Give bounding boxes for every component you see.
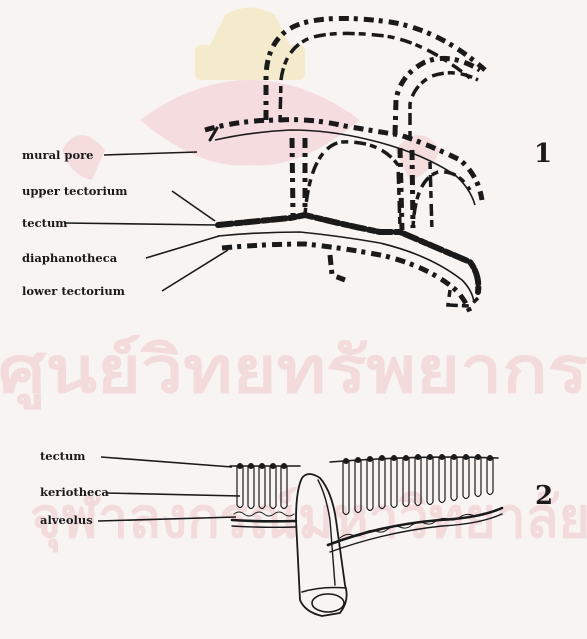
label-keriotheca: keriotheca xyxy=(40,485,109,499)
leader-lower-tectorium xyxy=(162,250,228,291)
diaphanotheca-line xyxy=(218,232,474,302)
base-line-left xyxy=(232,520,296,521)
chamber-1 xyxy=(305,142,400,228)
label-alveolus: alveolus xyxy=(40,513,93,527)
label-diaphanotheca: diaphanotheca xyxy=(22,251,118,265)
label-lower-tectorium: lower tectorium xyxy=(22,284,125,298)
watermark-line1: ศูนย์วิทยทรัพยากร xyxy=(0,334,587,410)
foot-1 xyxy=(330,255,345,280)
label-tectum-2: tectum xyxy=(40,449,85,463)
aperture-lip xyxy=(302,588,346,593)
column-5 xyxy=(430,162,432,232)
aperture-opening xyxy=(312,594,344,612)
right-arch-inner xyxy=(410,73,478,138)
leader-tectum-1 xyxy=(64,223,217,225)
watermark: ศูนย์วิทยทรัพยากร จุฬาลงกรณ์มหาวิทยาลัย xyxy=(0,8,587,554)
label-mural-pore: mural pore xyxy=(22,148,94,162)
right-arch-outer xyxy=(395,58,480,135)
label-tectum-1: tectum xyxy=(22,216,67,230)
figure1-number: 1 xyxy=(534,139,552,169)
tectum-heads xyxy=(237,454,493,469)
chamber-2 xyxy=(413,172,470,228)
watermark-line2: จุฬาลงกรณ์มหาวิทยาลัย xyxy=(30,486,587,553)
lower-tectorium-line xyxy=(222,244,470,312)
label-upper-tectorium: upper tectorium xyxy=(22,184,127,198)
leader-tectum-2 xyxy=(101,457,232,467)
leader-upper-tectorium xyxy=(172,191,215,221)
leader-diaphanotheca xyxy=(146,236,219,258)
leader-mural-pore xyxy=(104,152,197,155)
figure2-number: 2 xyxy=(535,481,553,511)
tectum-band xyxy=(218,215,478,292)
